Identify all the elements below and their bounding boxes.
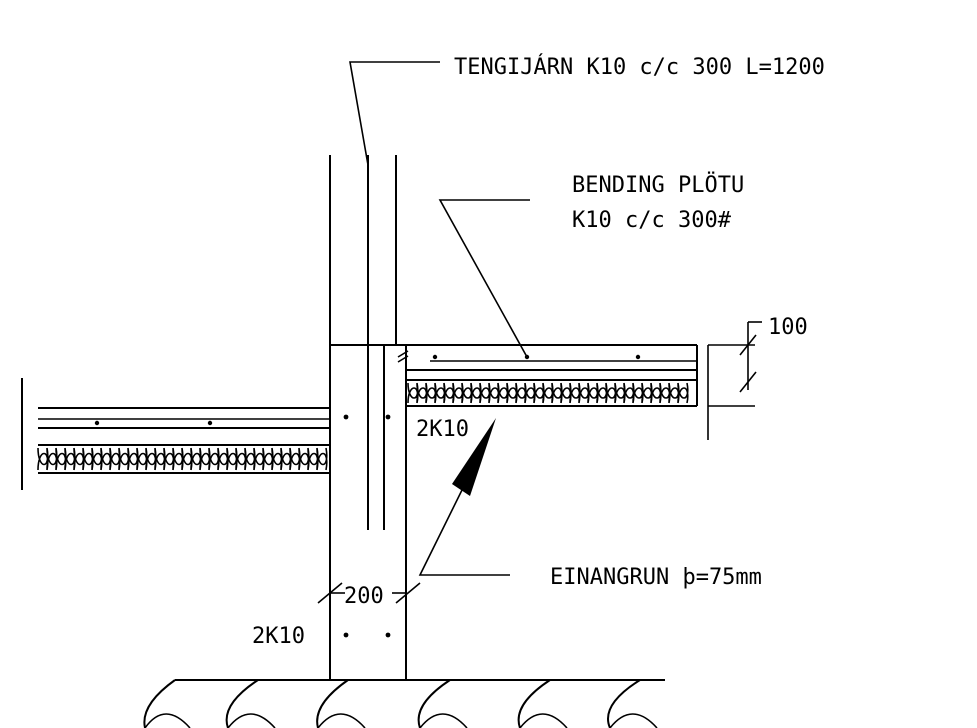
- tie-bar-label: TENGIJÁRN K10 c/c 300 L=1200: [454, 54, 825, 80]
- bottom-bars-label: 2K10: [252, 624, 305, 649]
- tie-bar-leader: [349, 61, 440, 166]
- slab-reinf-label-line1: BENDING PLÖTU: [572, 172, 744, 198]
- ground: [143, 679, 665, 728]
- slab-reinf-leader: [438, 199, 530, 358]
- break-mark: [397, 350, 409, 363]
- wall-bars: [343, 414, 391, 638]
- upper-wall: [329, 155, 397, 530]
- slab-reinf-label-line2: K10 c/c 300#: [572, 208, 732, 233]
- right-slab: [406, 344, 698, 407]
- wall-dimension: [317, 582, 421, 604]
- insulation-right: [407, 382, 689, 404]
- thickness-dimension: [707, 321, 762, 440]
- wall-thickness-label: 200: [344, 584, 384, 609]
- insulation-arrow: [418, 418, 510, 576]
- left-slab: [21, 378, 330, 490]
- top-bars-label: 2K10: [416, 417, 469, 442]
- insulation-label: EINANGRUN þ=75mm: [550, 565, 762, 590]
- slab-thickness-label: 100: [768, 315, 808, 340]
- insulation-left: [37, 447, 328, 471]
